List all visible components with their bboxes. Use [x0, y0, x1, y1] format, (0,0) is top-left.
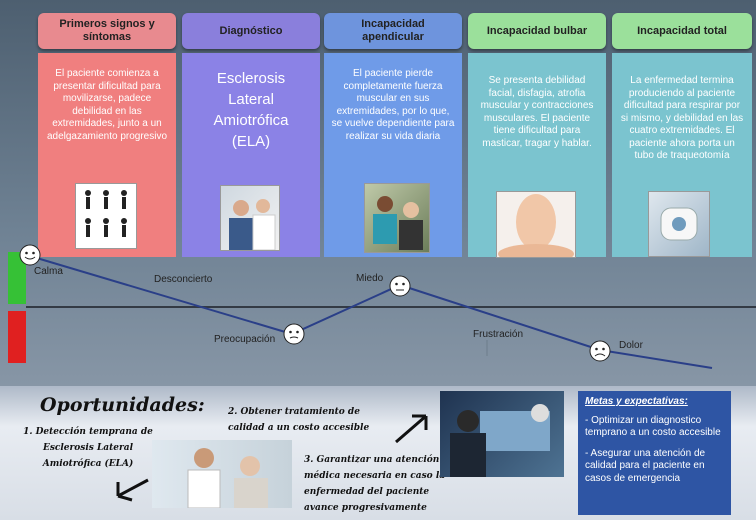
arrow-left-icon: [116, 478, 149, 502]
stage-header-incapacidad-apendicular: Incapacidad apendicular: [324, 13, 462, 49]
stage-header-primeros-signos: Primeros signos y síntomas: [38, 13, 176, 49]
tracheotomy-image: [648, 191, 710, 257]
emotion-label-frustracion: Frustración: [473, 329, 524, 340]
throat-image: [496, 191, 576, 264]
emotion-curve: [26, 255, 756, 369]
goals-title: Metas y expectativas:: [585, 396, 688, 407]
doctor-elderly-icon: [187, 448, 268, 509]
caregiver-icon: [373, 196, 423, 250]
emotion-label-miedo: Miedo: [356, 273, 384, 284]
positive-emotion-bar: [8, 252, 26, 304]
caregiver-image: [364, 183, 430, 253]
medical-monitor-icon: [450, 404, 550, 477]
negative-emotion-bar: [8, 311, 26, 363]
goal-item-1: - Optimizar un diagnostico temprano a un…: [585, 414, 721, 439]
emotion-label-dolor: Dolor: [619, 340, 643, 351]
doctor-elderly-photo: [152, 440, 292, 509]
pictogram-icon: [85, 190, 127, 237]
sad-face-icon: [589, 340, 611, 362]
tracheotomy-icon: [660, 207, 698, 241]
opportunity-item-2: 2. Obtener tratamiento de calidad a un c…: [228, 407, 370, 433]
opportunities-title: Oportunidades:: [40, 394, 205, 416]
arrow-up-right-icon: [395, 414, 428, 444]
worried-face-icon: [283, 323, 305, 345]
fear-face-icon: [389, 275, 411, 297]
opportunity-item-1: 1. Detección temprana de Esclerosis Late…: [23, 427, 153, 469]
opportunity-item-3: 3. Garantizar una atención médica necesa…: [304, 455, 446, 513]
stage-header-diagnostico: Diagnóstico: [182, 13, 320, 49]
emotion-label-calma: Calma: [34, 266, 63, 277]
doctor-icon: [229, 199, 276, 251]
goal-item-2: - Asegurar una atención de calidad para …: [585, 447, 706, 484]
stage-header-incapacidad-total: Incapacidad total: [612, 13, 752, 49]
emotion-label-desconcierto: Desconcierto: [154, 274, 213, 285]
stage-desc: Se presenta debilidad facial, disfagia, …: [480, 75, 594, 149]
emotion-label-preocupacion: Preocupación: [214, 334, 276, 345]
stage-desc: El paciente pierde completamente fuerza …: [331, 68, 455, 142]
stage-header-incapacidad-bulbar: Incapacidad bulbar: [468, 13, 606, 49]
symptoms-pictogram-image: [75, 183, 137, 249]
medical-monitor-photo: [440, 391, 564, 477]
stage-desc: El paciente comienza a presentar dificul…: [46, 68, 168, 142]
stage-diagnosis-name: Esclerosis Lateral Amiotrófica (ELA): [213, 70, 289, 150]
goals-box: Metas y expectativas: - Optimizar un dia…: [578, 391, 731, 515]
smile-face-icon: [19, 244, 41, 266]
doctor-patient-image: [220, 185, 280, 251]
stage-desc: La enfermedad termina produciendo al pac…: [620, 75, 744, 161]
